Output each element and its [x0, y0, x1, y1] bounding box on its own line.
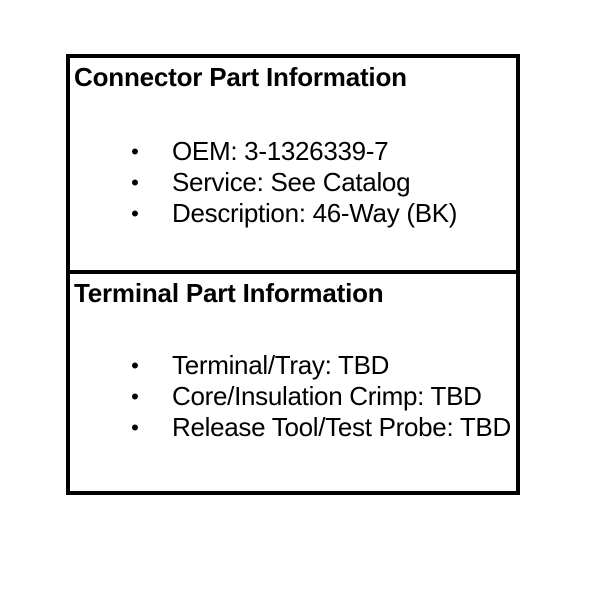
connector-part-information-panel: Connector Part Information • OEM: 3-1326… — [70, 58, 516, 274]
terminal-tray-text: Terminal/Tray: TBD — [172, 350, 390, 380]
bullet-icon: • — [131, 170, 139, 195]
bullet-icon: • — [131, 384, 139, 409]
list-item: • OEM: 3-1326339-7 — [70, 136, 516, 167]
list-item: • Release Tool/Test Probe: TBD — [70, 412, 516, 443]
connector-description-text: Description: 46-Way (BK) — [172, 198, 458, 228]
connector-part-bullet-list: • OEM: 3-1326339-7 • Service: See Catalo… — [70, 136, 516, 229]
terminal-part-information-panel: Terminal Part Information • Terminal/Tra… — [70, 274, 516, 491]
list-item: • Service: See Catalog — [70, 167, 516, 198]
release-tool-test-probe-text: Release Tool/Test Probe: TBD — [172, 412, 511, 442]
bullet-icon: • — [131, 353, 139, 378]
part-information-box: Connector Part Information • OEM: 3-1326… — [66, 54, 520, 495]
core-insulation-crimp-text: Core/Insulation Crimp: TBD — [172, 381, 482, 411]
list-item: • Core/Insulation Crimp: TBD — [70, 381, 516, 412]
terminal-part-information-heading: Terminal Part Information — [74, 278, 384, 308]
bullet-icon: • — [131, 139, 139, 164]
connector-oem-text: OEM: 3-1326339-7 — [172, 136, 389, 166]
bullet-icon: • — [131, 415, 139, 440]
list-item: • Terminal/Tray: TBD — [70, 350, 516, 381]
connector-part-information-heading: Connector Part Information — [74, 62, 407, 92]
list-item: • Description: 46-Way (BK) — [70, 198, 516, 229]
terminal-part-bullet-list: • Terminal/Tray: TBD • Core/Insulation C… — [70, 350, 516, 443]
bullet-icon: • — [131, 201, 139, 226]
connector-service-text: Service: See Catalog — [172, 167, 411, 197]
